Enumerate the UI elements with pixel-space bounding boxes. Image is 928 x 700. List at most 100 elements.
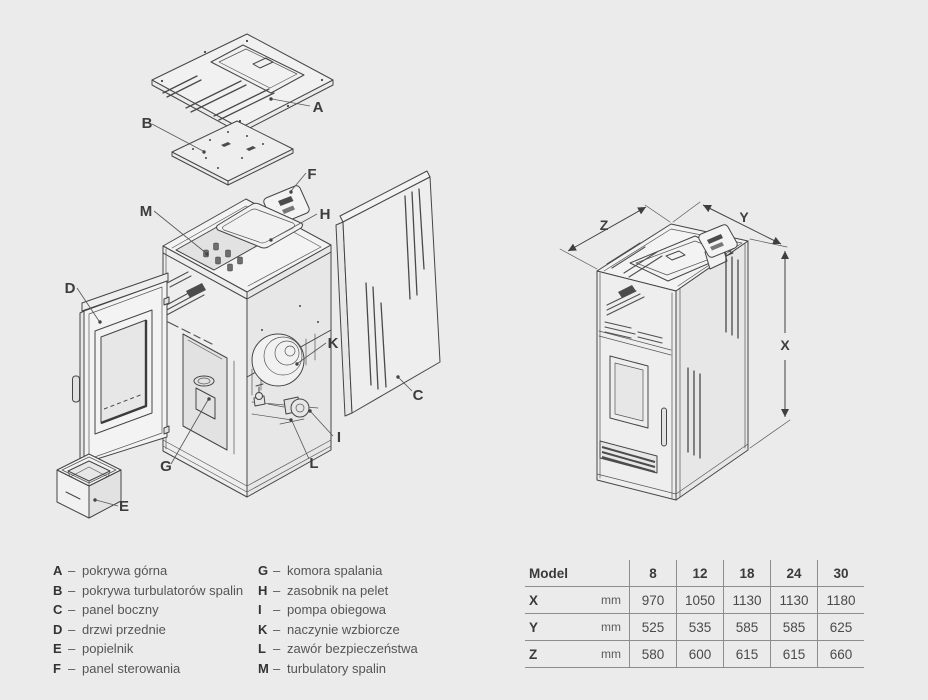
table-cell: 525 xyxy=(629,614,676,641)
part-expansion-vessel xyxy=(251,333,305,387)
dim-label: Y xyxy=(529,619,539,635)
legend-item: M–turbulatory spalin xyxy=(258,659,418,679)
unit-label: mm xyxy=(601,620,621,634)
part-main-body xyxy=(162,198,332,498)
legend-text: popielnik xyxy=(82,641,134,657)
unit-label: mm xyxy=(601,593,621,607)
legend-text: pokrywa turbulatorów spalin xyxy=(82,582,244,598)
legend-dash: – xyxy=(273,621,281,637)
legend-key: A xyxy=(53,563,63,579)
leader-lines xyxy=(76,97,413,507)
dim-label: Z xyxy=(529,646,538,662)
legend-text: komora spalania xyxy=(287,563,383,579)
part-pump-and-valve xyxy=(251,383,319,425)
part-ash-pan xyxy=(56,453,122,519)
legend-dash: – xyxy=(68,563,76,579)
table-cell: 625 xyxy=(817,614,864,641)
table-header-cell: 30 xyxy=(817,560,864,587)
part-hopper-opening xyxy=(216,202,303,249)
legend-key: G xyxy=(258,563,269,579)
exploded-view: A B F M H D K C I L G E xyxy=(56,33,441,519)
table-cell: 615 xyxy=(723,641,770,668)
table-cell: 970 xyxy=(629,587,676,614)
part-label-a: A xyxy=(313,99,324,116)
table-cell: 1050 xyxy=(676,587,723,614)
table-cell: 585 xyxy=(723,614,770,641)
dimension-arrows xyxy=(559,201,791,449)
legend-key: B xyxy=(53,582,63,598)
part-label-c: C xyxy=(413,387,424,404)
stove-door xyxy=(598,330,672,447)
display-icon xyxy=(278,196,294,206)
part-label-l: L xyxy=(309,455,318,472)
dimension-label-y: Y xyxy=(739,209,749,225)
part-side-panel xyxy=(335,170,441,417)
legend-item: B–pokrywa turbulatorów spalin xyxy=(53,581,258,601)
dimension-label-z: Z xyxy=(600,217,609,233)
legend-text: turbulatory spalin xyxy=(287,660,386,676)
table-cell: 1130 xyxy=(770,587,817,614)
table-cell: 585 xyxy=(770,614,817,641)
legend-text: panel sterowania xyxy=(82,660,181,676)
stove-brand-logo-icon xyxy=(606,285,645,316)
legend-key: L xyxy=(258,641,266,657)
legend-text: panel boczny xyxy=(82,602,159,618)
legend-item: H–zasobnik na pelet xyxy=(258,581,418,601)
part-label-b: B xyxy=(142,115,153,132)
legend-dash: – xyxy=(68,582,76,598)
dimension-line-z xyxy=(567,206,647,252)
table-header-cell: 18 xyxy=(723,560,770,587)
parts-legend: A–pokrywa górna B–pokrywa turbulatorów s… xyxy=(53,561,418,678)
part-label-k: K xyxy=(328,335,339,352)
legend-item: F–panel sterowania xyxy=(53,659,258,679)
table-header-cell: 24 xyxy=(770,560,817,587)
legend-item: E–popielnik xyxy=(53,639,258,659)
legend-dash: – xyxy=(273,660,281,676)
table-cell: 1130 xyxy=(723,587,770,614)
table-cell: 600 xyxy=(676,641,723,668)
legend-item: G–komora spalania xyxy=(258,561,418,581)
assembled-view: Z Y X xyxy=(559,201,791,501)
part-label-m: M xyxy=(140,203,153,220)
legend-item: D–drzwi przednie xyxy=(53,620,258,640)
table-cell: 580 xyxy=(629,641,676,668)
legend-key: I xyxy=(258,602,262,618)
legend-dash: – xyxy=(273,641,281,657)
legend-key: M xyxy=(258,660,269,676)
legend-item: C–panel boczny xyxy=(53,600,258,620)
part-combustion-chamber xyxy=(182,333,235,455)
legend-key: E xyxy=(53,641,62,657)
legend-text: pokrywa górna xyxy=(82,563,168,579)
legend-text: zawór bezpieczeństwa xyxy=(287,641,418,657)
legend-dash: – xyxy=(273,563,281,579)
part-label-f: F xyxy=(307,166,316,183)
legend-column-1: A–pokrywa górna B–pokrywa turbulatorów s… xyxy=(53,561,258,678)
dim-label: X xyxy=(529,592,539,608)
stove-door-handle xyxy=(661,407,667,447)
technical-drawing: A B F M H D K C I L G E xyxy=(56,33,791,519)
part-label-h: H xyxy=(320,206,331,223)
legend-item: K–naczynie wzbiorcze xyxy=(258,620,418,640)
legend-text: drzwi przednie xyxy=(82,621,166,637)
part-label-d: D xyxy=(65,280,76,297)
unit-label: mm xyxy=(601,647,621,661)
legend-key: H xyxy=(258,582,268,598)
legend-text: pompa obiegowa xyxy=(287,602,387,618)
brand-logo-icon xyxy=(162,271,213,345)
legend-item: L–zawór bezpieczeństwa xyxy=(258,639,418,659)
table-cell: 1180 xyxy=(817,587,864,614)
table-header-model: Model xyxy=(525,560,629,587)
legend-key: F xyxy=(53,660,61,676)
legend-key: C xyxy=(53,602,63,618)
table-header-cell: 12 xyxy=(676,560,723,587)
part-label-e: E xyxy=(119,498,129,515)
table-cell: 615 xyxy=(770,641,817,668)
legend-dash: – xyxy=(68,621,76,637)
dimension-label-x: X xyxy=(780,337,790,353)
table-cell: 535 xyxy=(676,614,723,641)
legend-dash: – xyxy=(68,660,76,676)
